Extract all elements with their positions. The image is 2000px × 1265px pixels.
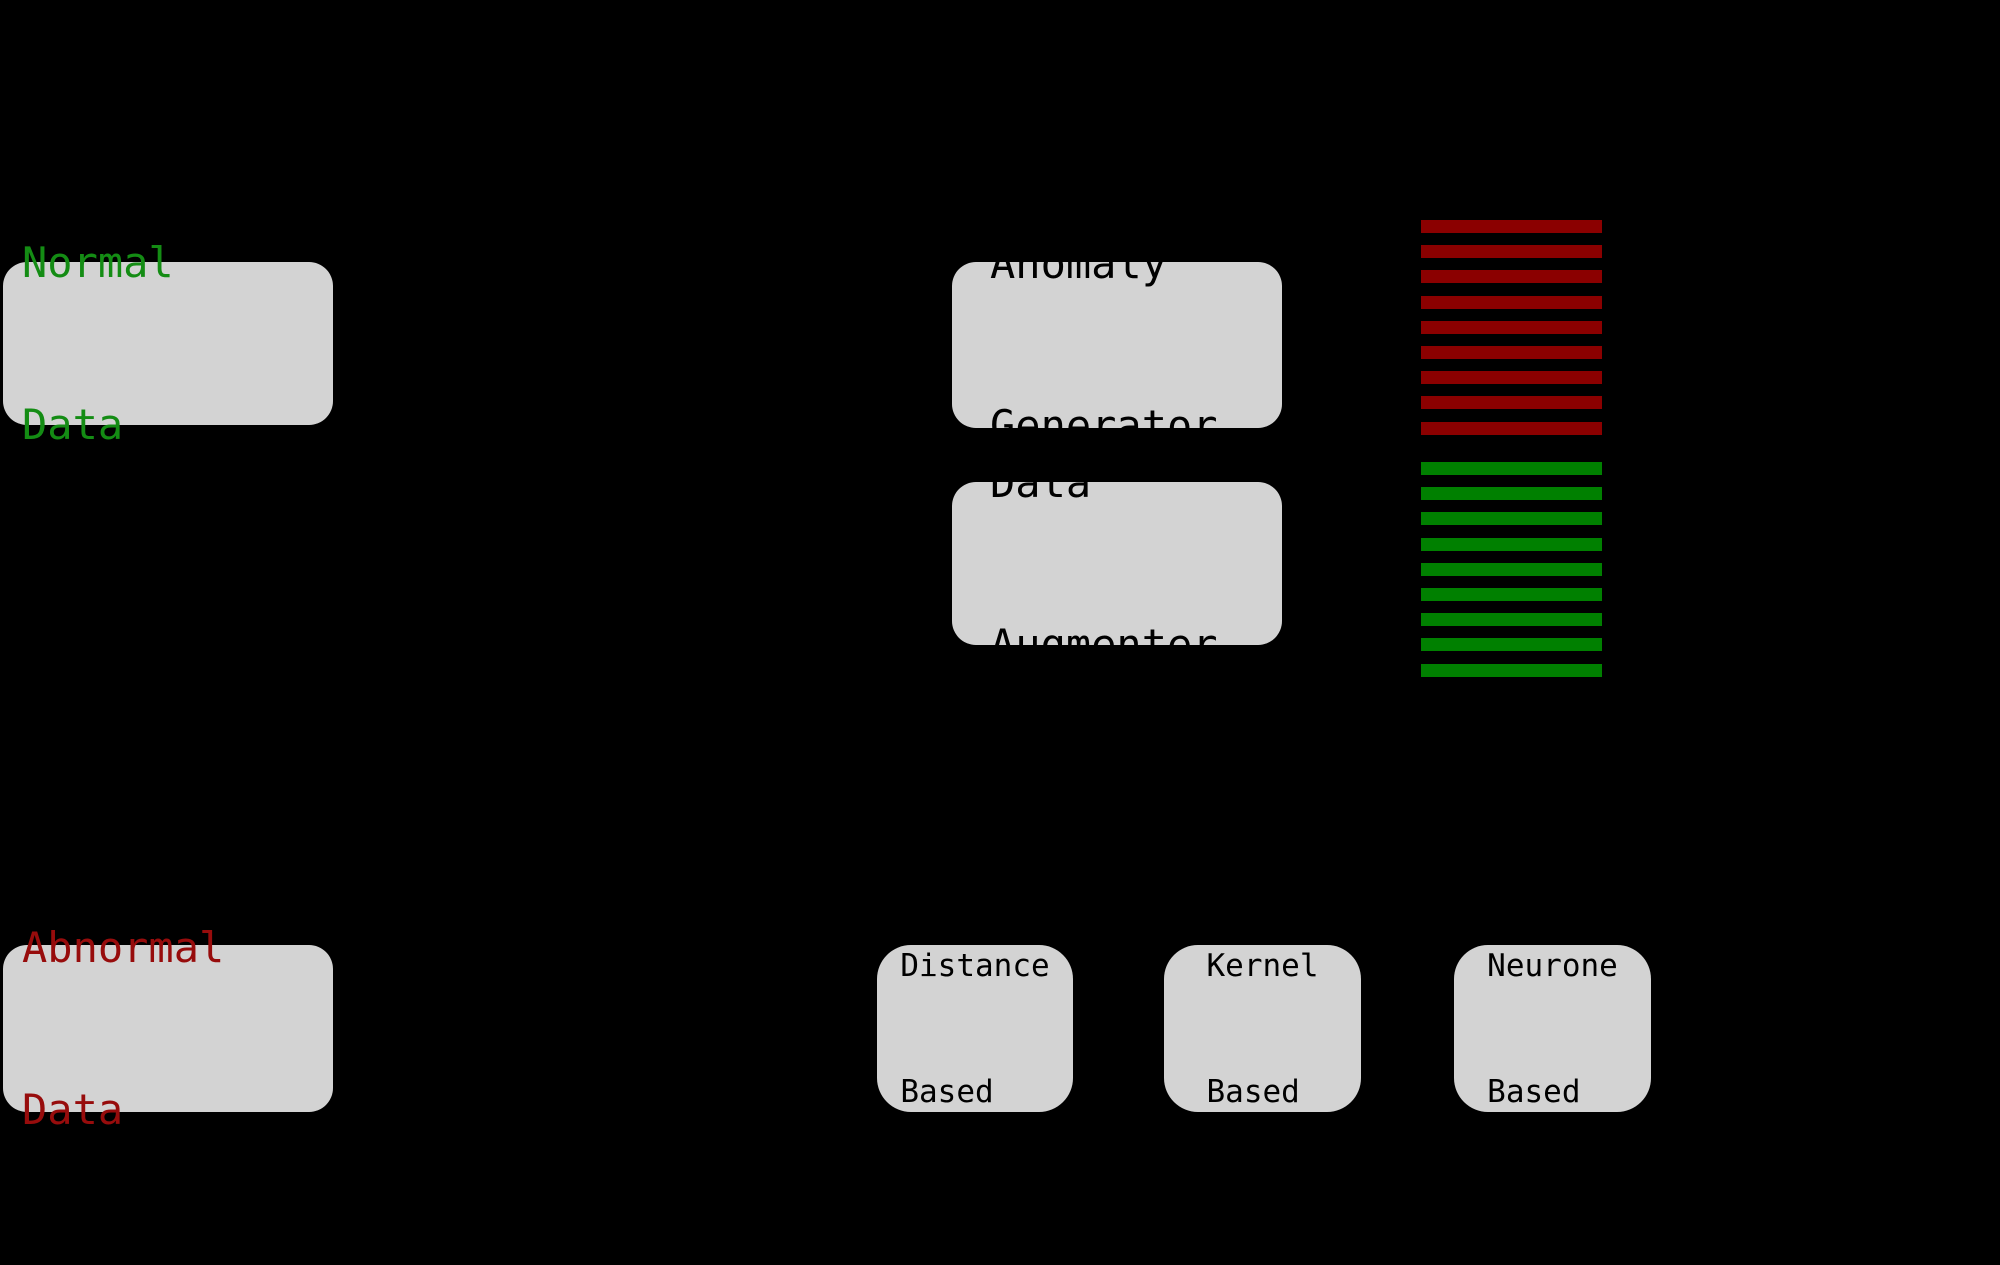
normal-sample-bar: [1421, 588, 1602, 601]
normal-data-label: Normal Data: [22, 128, 174, 560]
normal-sample-bar: [1421, 562, 1602, 576]
neurone-based-node: Neurone Based: [1454, 945, 1651, 1112]
neurone-based-line2: Based: [1487, 1073, 1581, 1110]
distance-based-label: Distance Based: [900, 861, 1049, 1197]
kernel-based-label: Kernel Based: [1207, 861, 1319, 1197]
anomaly-generator-line1: Anomaly: [990, 239, 1168, 288]
normal-sample-bar: [1421, 487, 1602, 501]
neurone-based-line1: Neurone: [1487, 947, 1618, 984]
anomaly-generator-line2: Generator: [990, 401, 1218, 450]
normal-sample-bar: [1421, 512, 1602, 526]
abnormal-sample-bar: [1421, 320, 1602, 334]
abnormal-data-line2: Data: [22, 1084, 124, 1134]
kernel-based-node: Kernel Based: [1164, 945, 1361, 1112]
neurone-based-label: Neurone Based: [1487, 861, 1618, 1197]
abnormal-data-node: Abnormal Data: [3, 923, 333, 1134]
abnormal-data-line1: Abnormal: [22, 922, 225, 972]
sample-bars: [1421, 220, 1602, 690]
normal-sample-bar: [1421, 663, 1602, 677]
distance-based-node: Distance Based: [877, 945, 1073, 1112]
data-augmenter-line1: Data: [990, 457, 1092, 507]
data-augmenter-node: Data Augmenter: [952, 458, 1282, 669]
abnormal-sample-bar: [1421, 270, 1602, 284]
normal-sample-bar: [1421, 462, 1602, 475]
anomaly-generator-node: Anomaly Generator: [952, 239, 1282, 450]
normal-sample-bar: [1421, 638, 1602, 652]
distance-based-line1: Distance: [900, 947, 1050, 984]
data-augmenter-label: Data Augmenter: [990, 348, 1218, 780]
normal-data-node: Normal Data: [3, 238, 333, 449]
abnormal-sample-bar: [1421, 346, 1602, 359]
abnormal-sample-bar: [1421, 220, 1602, 233]
abnormal-sample-bar: [1421, 421, 1602, 435]
normal-sample-bar: [1421, 537, 1602, 551]
abnormal-sample-bar: [1421, 245, 1602, 259]
normal-data-line2: Data: [22, 399, 124, 449]
anomaly-generator-label: Anomaly Generator: [990, 129, 1218, 561]
abnormal-sample-bar: [1421, 295, 1602, 309]
distance-based-line2: Based: [900, 1073, 994, 1110]
data-augmenter-line2: Augmenter: [990, 619, 1218, 669]
kernel-based-line1: Kernel: [1206, 947, 1319, 984]
normal-sample-bar: [1421, 613, 1602, 627]
abnormal-data-label: Abnormal Data: [22, 813, 224, 1245]
kernel-based-line2: Based: [1206, 1073, 1300, 1110]
abnormal-sample-bar: [1421, 396, 1602, 410]
normal-data-line1: Normal: [22, 237, 174, 287]
abnormal-sample-bar: [1421, 371, 1602, 385]
